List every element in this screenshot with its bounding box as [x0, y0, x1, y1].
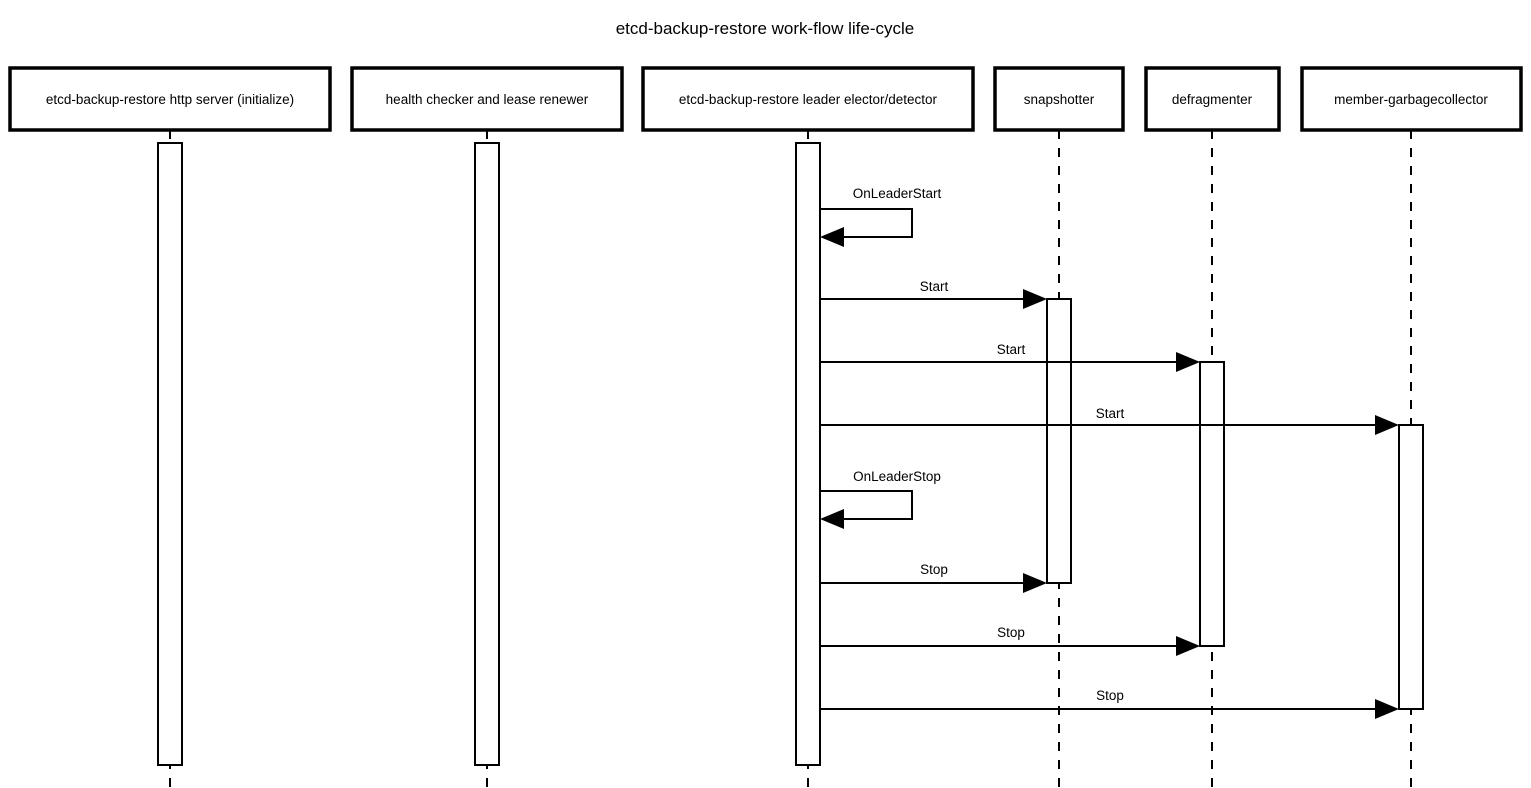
arrow-head-start-defragmenter [1176, 352, 1200, 372]
message-start-defragmenter[interactable]: Start [820, 342, 1200, 372]
message-label-onleaderstop: OnLeaderStop [853, 469, 941, 484]
participant-box-member-garbagecollector[interactable] [1300, 66, 1523, 132]
message-label-stop-snapshotter: Stop [920, 562, 948, 577]
arrow-head-stop-defragmenter [1176, 636, 1200, 656]
self-loop-onleaderstart [820, 208, 913, 238]
message-label-onleaderstart: OnLeaderStart [853, 186, 942, 201]
participant-leader-elector[interactable]: etcd-backup-restore leader elector/detec… [641, 66, 975, 788]
message-onleaderstop[interactable]: OnLeaderStop [820, 469, 941, 529]
activation-bar-leader-elector [795, 142, 821, 766]
participant-box-http-server[interactable] [8, 66, 332, 132]
activation-bar-http-server [157, 142, 183, 766]
activation-bar-member-garbagecollector [1398, 424, 1424, 710]
arrow-head-start-membergc [1375, 415, 1399, 435]
message-start-membergc[interactable]: Start [820, 406, 1399, 435]
message-label-stop-membergc: Stop [1096, 688, 1124, 703]
participant-label-leader-elector: etcd-backup-restore leader elector/detec… [679, 92, 938, 107]
message-stop-membergc[interactable]: Stop [820, 688, 1399, 719]
activation-bar-health-checker [474, 142, 500, 766]
arrow-head-onleaderstart [820, 227, 844, 247]
participant-box-leader-elector[interactable] [641, 66, 975, 132]
message-label-stop-defragmenter: Stop [997, 625, 1025, 640]
activation-bar-snapshotter [1046, 298, 1072, 584]
self-loop-onleaderstop [820, 490, 913, 520]
participant-label-member-garbagecollector: member-garbagecollector [1334, 92, 1488, 107]
participant-label-snapshotter: snapshotter [1024, 92, 1095, 107]
participant-box-snapshotter[interactable] [993, 66, 1125, 132]
arrow-head-stop-snapshotter [1023, 573, 1047, 593]
participant-defragmenter[interactable]: defragmenter [1144, 66, 1281, 788]
activation-bar-defragmenter [1199, 361, 1225, 647]
participant-box-health-checker[interactable] [350, 66, 624, 132]
arrow-head-onleaderstop [820, 509, 844, 529]
participant-label-health-checker: health checker and lease renewer [386, 92, 589, 107]
arrow-head-start-snapshotter [1023, 289, 1047, 309]
arrow-head-stop-membergc [1375, 699, 1399, 719]
message-label-start-defragmenter: Start [997, 342, 1026, 357]
message-stop-defragmenter[interactable]: Stop [820, 625, 1200, 656]
participant-http-server[interactable]: etcd-backup-restore http server (initial… [8, 66, 332, 788]
diagram-title: etcd-backup-restore work-flow life-cycle [616, 19, 915, 38]
message-label-start-snapshotter: Start [920, 279, 949, 294]
message-onleaderstart[interactable]: OnLeaderStart [820, 186, 942, 247]
message-stop-snapshotter[interactable]: Stop [820, 562, 1047, 593]
participant-health-checker[interactable]: health checker and lease renewer [350, 66, 624, 788]
message-start-snapshotter[interactable]: Start [820, 279, 1047, 309]
participant-label-defragmenter: defragmenter [1172, 92, 1253, 107]
message-label-start-membergc: Start [1096, 406, 1125, 421]
participant-label-http-server: etcd-backup-restore http server (initial… [46, 92, 294, 107]
participant-box-defragmenter[interactable] [1144, 66, 1281, 132]
